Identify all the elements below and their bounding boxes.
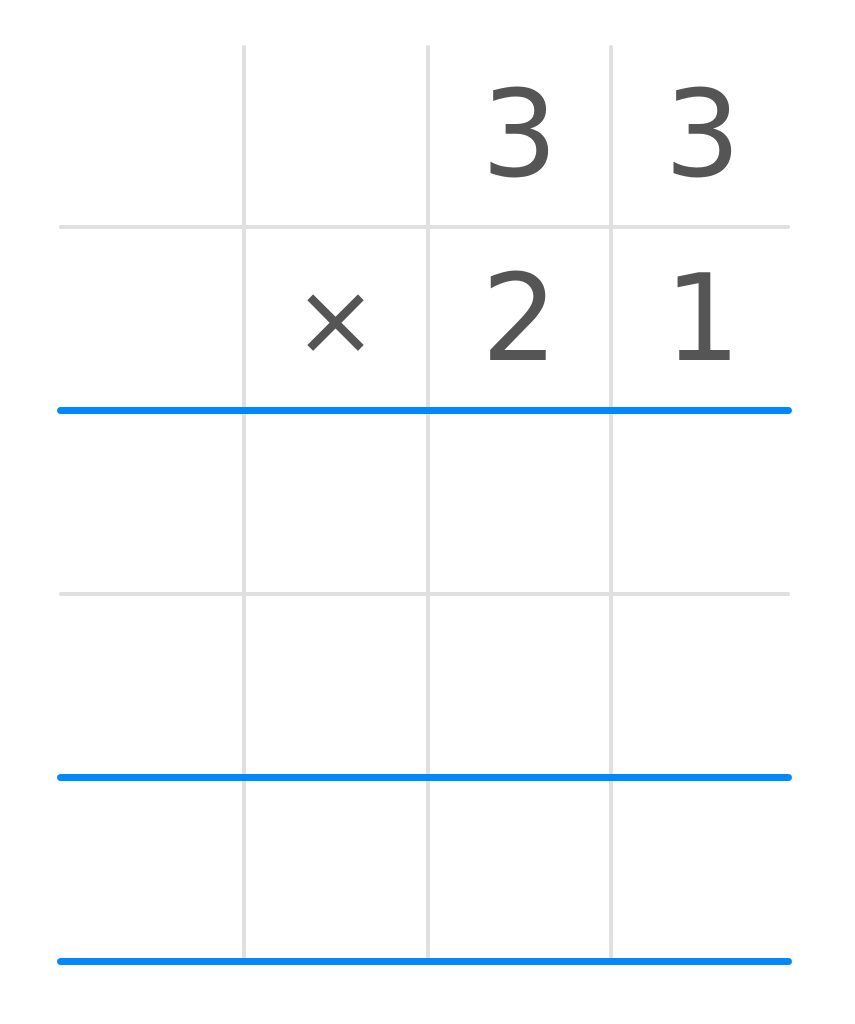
answer-cell[interactable] [61, 596, 244, 778]
sum-rule-line [57, 774, 792, 781]
grid-row-divider [59, 592, 790, 596]
digit-cell [61, 45, 244, 227]
answer-cell[interactable] [428, 780, 611, 962]
bottom-rule-line [57, 958, 792, 965]
answer-cell[interactable] [611, 596, 794, 778]
product-rule-line [57, 407, 792, 414]
grid-column-divider [426, 45, 430, 961]
multiply-operator-icon: × [293, 261, 378, 378]
digit-cell [244, 45, 427, 227]
answer-cell[interactable] [428, 596, 611, 778]
answer-cell[interactable] [61, 780, 244, 962]
digit-cell: 3 [664, 66, 741, 205]
answer-cell[interactable] [61, 412, 244, 594]
digit-cell: 3 [481, 66, 558, 205]
answer-cell[interactable] [428, 412, 611, 594]
answer-cell[interactable] [244, 596, 427, 778]
grid-row-divider [59, 225, 790, 229]
digit-cell: 1 [664, 250, 741, 389]
grid-column-divider [609, 45, 613, 961]
grid-column-divider [242, 45, 246, 961]
digit-cell: 2 [481, 250, 558, 389]
digit-cell [61, 229, 244, 411]
answer-cell[interactable] [244, 780, 427, 962]
answer-cell[interactable] [611, 780, 794, 962]
answer-cell[interactable] [244, 412, 427, 594]
answer-cell[interactable] [611, 412, 794, 594]
